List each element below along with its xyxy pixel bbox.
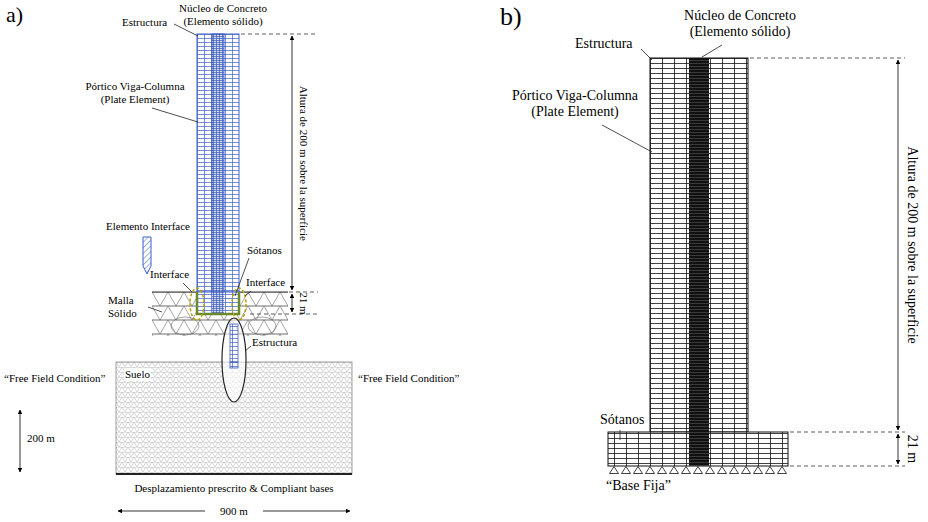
depth-dimension: 21 m bbox=[298, 292, 311, 314]
mesh-label: Malla Sólido bbox=[108, 294, 146, 319]
leader-line bbox=[620, 430, 621, 440]
interface-ring bbox=[190, 288, 204, 320]
core-label: Núcleo de Concreto (Elemento sólido) bbox=[675, 8, 805, 40]
interface-label: Interface bbox=[246, 276, 285, 289]
structure-label: Estructura bbox=[575, 36, 633, 52]
leader-line bbox=[641, 49, 652, 60]
basement-ground bbox=[608, 432, 788, 466]
depth-dimension: 200 m bbox=[27, 432, 55, 445]
fixed-supports bbox=[608, 466, 788, 474]
panel-label: b) bbox=[500, 2, 522, 32]
structure-label: Estructura bbox=[252, 336, 297, 349]
beam-column-frame bbox=[197, 34, 239, 292]
panel-label: a) bbox=[6, 2, 23, 27]
compliant-base bbox=[116, 473, 352, 475]
building-ground bbox=[650, 58, 748, 432]
leader-line bbox=[245, 346, 251, 351]
structure-small bbox=[230, 324, 238, 362]
width-dimension: 900 m bbox=[220, 505, 248, 518]
frame-label: Pórtico Viga-Columna (Plate Element) bbox=[505, 88, 645, 120]
dimension-line bbox=[898, 60, 899, 430]
depth-dimension: 21 m bbox=[904, 435, 920, 463]
interface-ring bbox=[232, 288, 246, 320]
dimension-line bbox=[263, 511, 350, 512]
dimension-line bbox=[292, 294, 293, 312]
interface-element-symbol bbox=[143, 237, 151, 274]
boundary-label: “Free Field Condition” bbox=[358, 372, 459, 385]
dimension-extension bbox=[241, 34, 318, 35]
leader-line bbox=[148, 307, 162, 312]
dimension-line bbox=[292, 36, 293, 290]
base-condition-label: “Base Fija” bbox=[606, 478, 671, 494]
beam-column-frame bbox=[650, 58, 748, 432]
height-dimension: Altura de 200 m sobre la superficie bbox=[298, 85, 311, 240]
dimension-extension bbox=[790, 432, 905, 433]
basement-label: Sótanos bbox=[600, 412, 644, 428]
leader-lines-b bbox=[602, 45, 722, 440]
concrete-core bbox=[212, 34, 224, 292]
boundary-label: “Free Field Condition” bbox=[4, 372, 105, 385]
concrete-core bbox=[689, 58, 709, 432]
leader-line bbox=[245, 291, 251, 296]
structure-label: Estructura bbox=[122, 16, 167, 29]
building-b bbox=[608, 58, 788, 474]
structure-callout-ring bbox=[222, 318, 246, 402]
leader-line bbox=[183, 283, 192, 292]
soil-domain bbox=[20, 318, 352, 511]
interface-label: Interface bbox=[150, 268, 189, 281]
leader-lines-a bbox=[148, 24, 251, 312]
dimension-line bbox=[118, 511, 205, 512]
dimension-extension bbox=[750, 58, 905, 59]
leader-line bbox=[152, 108, 198, 122]
building-a bbox=[190, 34, 246, 320]
frame-label: Pórtico Viga-Columna (Plate Element) bbox=[80, 80, 190, 105]
basement-label: Sótanos bbox=[247, 244, 282, 257]
basement-small bbox=[230, 362, 238, 368]
soil-label: Suelo bbox=[124, 368, 151, 381]
basement-core bbox=[212, 292, 224, 314]
dimension-a bbox=[241, 34, 318, 314]
dimension-line bbox=[898, 434, 899, 464]
core-label: Núcleo de Concreto (Elemento sólido) bbox=[173, 2, 273, 27]
height-dimension: Altura de 200 m sobre la superficie bbox=[904, 146, 920, 344]
mesh-cell bbox=[248, 317, 276, 335]
dimension-line bbox=[20, 410, 21, 472]
base-condition-label: Desplazamiento prescrito & Compliant bas… bbox=[134, 482, 333, 495]
dimension-b bbox=[750, 58, 905, 466]
leader-line bbox=[602, 125, 652, 152]
dimension-extension bbox=[790, 466, 905, 467]
building-ground bbox=[197, 34, 239, 292]
basement-frame bbox=[608, 432, 788, 466]
leader-line bbox=[702, 45, 722, 57]
interface-element-label: Elemento Interface bbox=[106, 220, 190, 233]
basement-core bbox=[689, 432, 709, 466]
